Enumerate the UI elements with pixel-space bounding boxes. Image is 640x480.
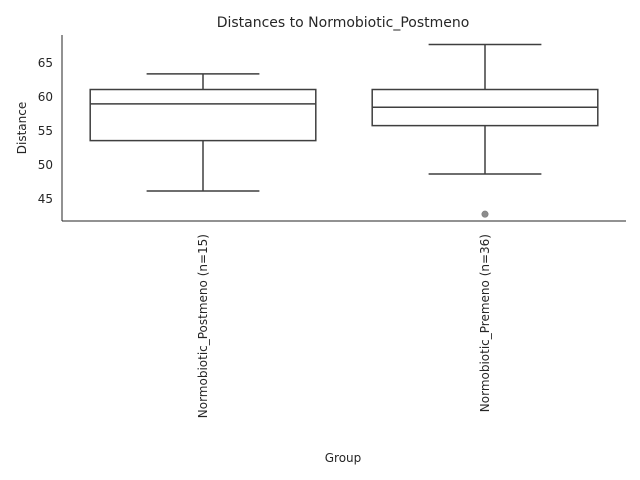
- outlier-point: [481, 210, 489, 218]
- box-group: [89, 73, 317, 192]
- y-tick-label: 55: [38, 124, 53, 138]
- x-tick-label: Normobiotic_Postmeno (n=15): [196, 234, 210, 418]
- y-axis-label: Distance: [15, 102, 29, 154]
- x-tick-label: Normobiotic_Premeno (n=36): [478, 234, 492, 412]
- y-tick-label: 60: [38, 90, 53, 104]
- x-axis-label: Group: [325, 451, 362, 465]
- box-series: [89, 43, 599, 218]
- chart-title: Distances to Normobiotic_Postmeno: [217, 15, 470, 31]
- y-tick-label: 45: [38, 192, 53, 206]
- y-tick-label: 50: [38, 158, 53, 172]
- box-iqr: [89, 88, 317, 142]
- box-group: [371, 43, 599, 218]
- y-tick-label: 65: [38, 56, 53, 70]
